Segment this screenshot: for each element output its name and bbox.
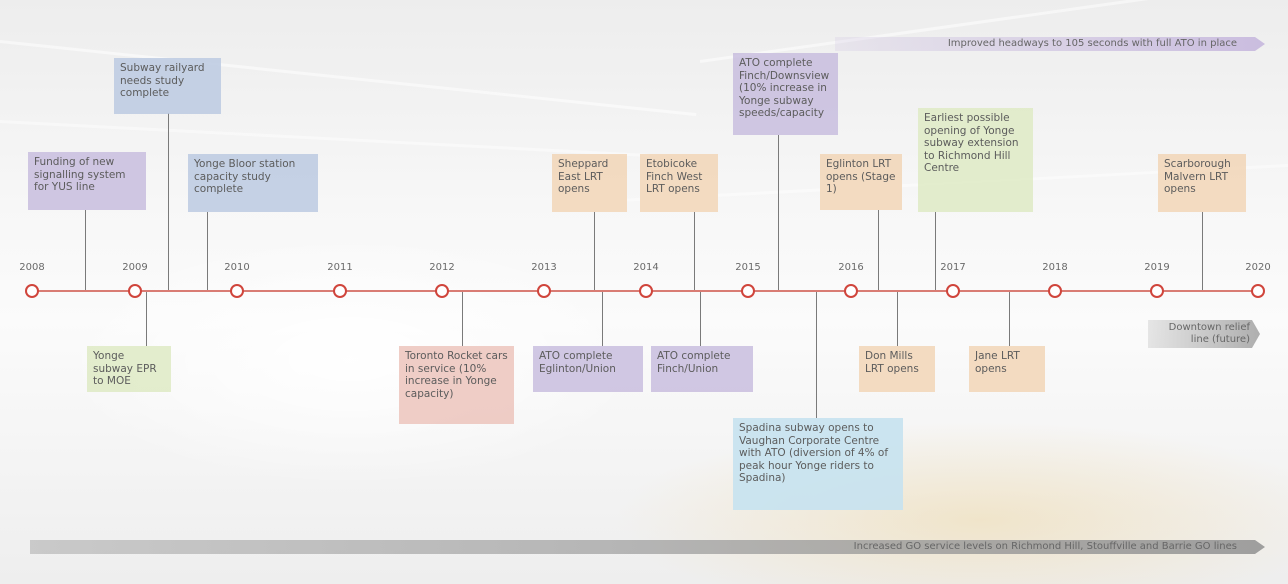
milestone-funding-signalling: Funding of new signalling system for YUS… [28,152,146,210]
headways-arrow: Improved headways to 105 seconds with fu… [835,37,1265,51]
year-label: 2018 [1042,262,1068,273]
connector-line [816,292,817,418]
milestone-ato-finch-downsview: ATO complete Finch/Downsview (10% increa… [733,53,838,135]
year-marker [741,284,755,298]
milestone-toronto-rocket: Toronto Rocket cars in service (10% incr… [399,346,514,424]
connector-line [897,292,898,346]
year-label: 2011 [327,262,353,273]
year-label: 2016 [838,262,864,273]
milestone-finch-west-lrt: Etobicoke Finch West LRT opens [640,154,718,212]
year-label: 2020 [1245,262,1271,273]
year-marker [128,284,142,298]
milestone-scarborough-lrt: Scarborough Malvern LRT opens [1158,154,1246,212]
connector-line [146,292,147,346]
year-marker [435,284,449,298]
connector-line [168,113,169,290]
milestone-ato-finch-union: ATO complete Finch/Union [651,346,753,392]
year-label: 2012 [429,262,455,273]
year-label: 2008 [19,262,45,273]
year-marker [25,284,39,298]
milestone-richmond-hill-extension: Earliest possible opening of Yonge subwa… [918,108,1033,212]
connector-line [694,212,695,290]
milestone-spadina-extension: Spadina subway opens to Vaughan Corporat… [733,418,903,510]
connector-line [700,292,701,346]
year-marker [1251,284,1265,298]
milestone-ato-eglinton-union: ATO complete Eglinton/Union [533,346,643,392]
milestone-epr-moe: Yonge subway EPR to MOE [87,346,171,392]
milestone-bloor-study: Yonge Bloor station capacity study compl… [188,154,318,212]
year-label: 2015 [735,262,761,273]
go-service-arrow: Increased GO service levels on Richmond … [30,540,1265,554]
connector-line [207,212,208,290]
connector-line [85,210,86,290]
connector-line [935,212,936,290]
milestone-don-mills-lrt: Don Mills LRT opens [859,346,935,392]
year-marker [537,284,551,298]
connector-line [1202,212,1203,290]
year-label: 2013 [531,262,557,273]
milestone-railyard-study: Subway railyard needs study complete [114,58,221,114]
connector-line [594,212,595,290]
year-label: 2019 [1144,262,1170,273]
connector-line [462,292,463,346]
milestone-jane-lrt: Jane LRT opens [969,346,1045,392]
connector-line [878,210,879,290]
year-marker [1150,284,1164,298]
year-marker [230,284,244,298]
milestone-eglinton-lrt: Eglinton LRT opens (Stage 1) [820,154,902,210]
connector-line [1009,292,1010,346]
relief-line-arrow: Downtown relief line (future) [1148,320,1260,348]
go-service-label: Increased GO service levels on Richmond … [853,541,1237,552]
year-label: 2009 [122,262,148,273]
relief-line-label: Downtown relief line (future) [1168,322,1250,345]
connector-line [778,135,779,290]
year-marker [333,284,347,298]
connector-line [602,292,603,346]
year-label: 2017 [940,262,966,273]
year-label: 2010 [224,262,250,273]
year-label: 2014 [633,262,659,273]
year-marker [946,284,960,298]
milestone-sheppard-lrt: Sheppard East LRT opens [552,154,627,212]
year-marker [844,284,858,298]
year-marker [639,284,653,298]
year-marker [1048,284,1062,298]
headways-label: Improved headways to 105 seconds with fu… [947,38,1237,49]
